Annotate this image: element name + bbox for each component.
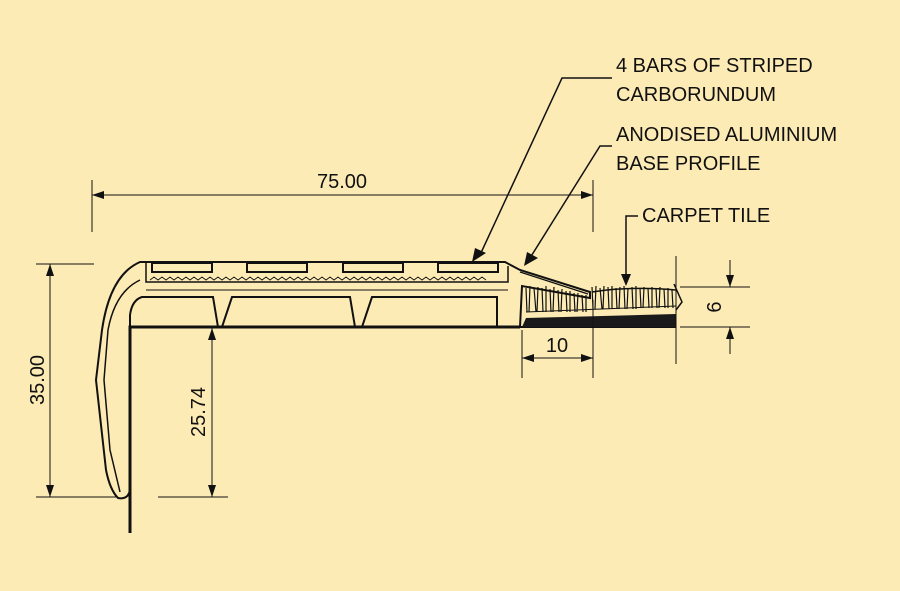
annotation-carborundum-line2: CARBORUNDUM <box>616 84 776 106</box>
dimension-tread-width-label: 75.00 <box>317 171 367 193</box>
dimension-carpet-thickness: 6 <box>675 256 750 364</box>
dimension-nosing-height-label: 25.74 <box>188 387 210 437</box>
carborundum-bar <box>437 262 499 273</box>
dimension-total-height-label: 35.00 <box>27 355 49 405</box>
dimension-nosing-height: 25.74 <box>158 328 228 498</box>
aluminium-nosing-profile <box>94 261 591 500</box>
dimension-carpet-thickness-label: 6 <box>704 301 726 312</box>
annotation-carpet-text: CARPET TILE <box>642 205 770 227</box>
dimension-carpet-overlap: 10 <box>521 300 594 378</box>
carborundum-bar <box>342 262 404 273</box>
annotation-carborundum: 4 BARS OF STRIPED CARBORUNDUM <box>472 55 813 262</box>
annotation-profile-line1: ANODISED ALUMINIUM <box>616 124 837 146</box>
annotation-carpet: CARPET TILE <box>621 205 770 286</box>
dimension-total-height: 35.00 <box>27 263 116 498</box>
annotation-carborundum-line1: 4 BARS OF STRIPED <box>616 55 813 77</box>
dimension-carpet-overlap-label: 10 <box>546 335 568 357</box>
annotation-profile-line2: BASE PROFILE <box>616 153 761 175</box>
carborundum-bar <box>246 262 308 273</box>
carpet-tile <box>522 283 683 327</box>
carborundum-bars <box>151 262 499 273</box>
carborundum-bar <box>151 262 213 273</box>
annotation-profile: ANODISED ALUMINIUM BASE PROFILE <box>524 124 837 266</box>
dimension-tread-width: 75.00 <box>91 171 594 232</box>
